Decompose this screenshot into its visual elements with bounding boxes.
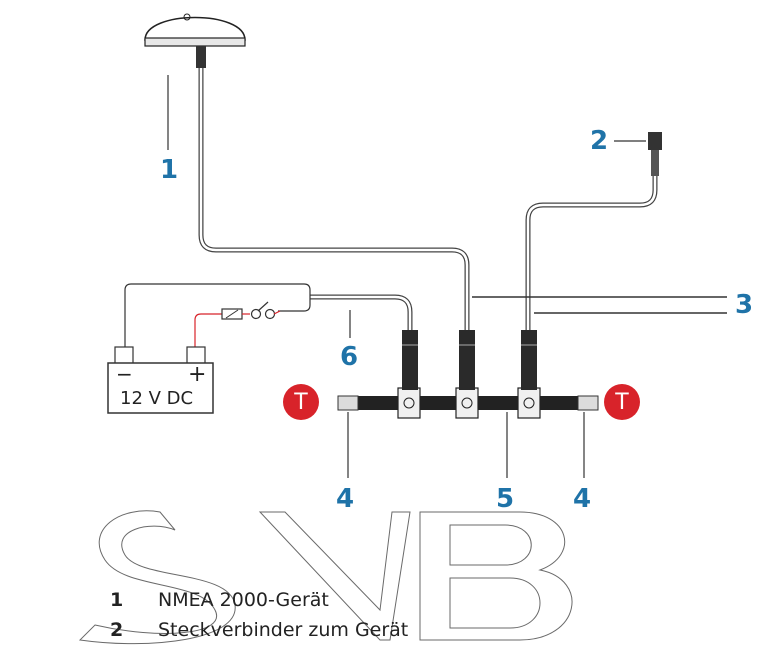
device-connector-icon	[648, 132, 662, 176]
backbone	[337, 387, 599, 419]
legend-text: Steckverbinder zum Gerät	[158, 619, 409, 641]
legend-item: 2 Steckverbinder zum Gerät	[110, 619, 408, 641]
battery-voltage-label: 12 V DC	[120, 388, 194, 409]
legend-item: 1 NMEA 2000-Gerät	[110, 589, 329, 611]
terminator-right-badge: T	[604, 384, 640, 420]
power-wiring	[124, 283, 311, 348]
drop-connectors	[402, 330, 537, 390]
gps-antenna-icon	[144, 13, 246, 68]
callout-4-right: 4	[573, 484, 592, 514]
callout-4-left: 4	[336, 484, 355, 514]
legend-number: 2	[110, 619, 124, 641]
battery-minus-label: −	[116, 362, 133, 386]
callout-leaders	[167, 75, 646, 478]
device2-drop-cable	[525, 175, 658, 330]
callout-5: 5	[496, 484, 515, 514]
callout-1: 1	[160, 155, 179, 185]
power-cable	[310, 294, 413, 330]
callout-6: 6	[340, 342, 359, 372]
legend-number: 1	[110, 589, 124, 611]
terminator-left-badge: T	[283, 384, 319, 420]
battery-icon	[107, 346, 214, 414]
svb-watermark	[78, 510, 573, 645]
legend-text: NMEA 2000-Gerät	[158, 589, 329, 611]
device1-drop-cable	[198, 68, 470, 330]
callout-2: 2	[590, 126, 609, 156]
callout-3: 3	[735, 290, 754, 320]
battery-plus-label: +	[188, 362, 207, 387]
